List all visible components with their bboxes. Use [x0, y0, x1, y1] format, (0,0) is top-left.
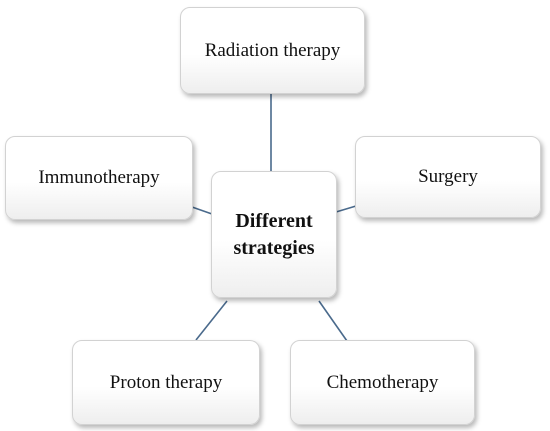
immunotherapy-box: Immunotherapy [5, 136, 193, 220]
connector-immunotherapy [191, 206, 213, 215]
proton-therapy-label: Proton therapy [109, 371, 223, 393]
chemotherapy-label: Chemotherapy [326, 371, 439, 393]
center-label-line1: Different [235, 209, 313, 232]
connector-chemotherapy [318, 300, 348, 342]
radiation-therapy-label: Radiation therapy [204, 39, 341, 61]
radiation-therapy-box: Radiation therapy [180, 7, 365, 94]
immunotherapy-label: Immunotherapy [38, 167, 160, 188]
center-label-line2: strategies [233, 236, 315, 259]
proton-therapy-box: Proton therapy [72, 340, 260, 425]
center-strategies-box: Different strategies [211, 171, 337, 298]
surgery-box: Surgery [355, 136, 541, 218]
connector-proton [195, 300, 228, 341]
surgery-label: Surgery [418, 166, 478, 187]
chemotherapy-box: Chemotherapy [290, 340, 475, 425]
connector-surgery [335, 205, 357, 213]
